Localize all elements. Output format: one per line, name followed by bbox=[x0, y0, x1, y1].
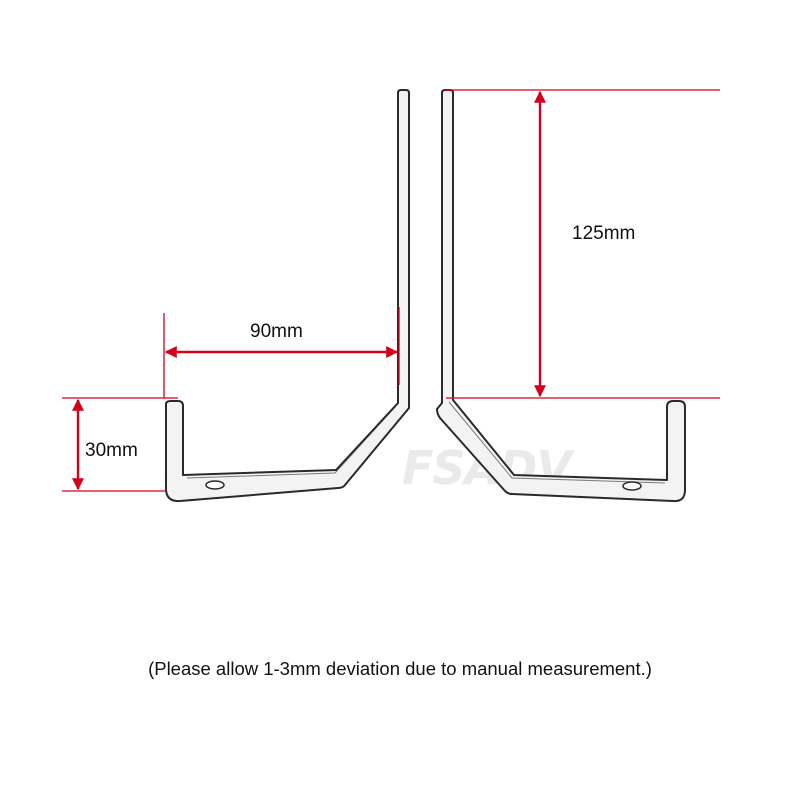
height-dimension bbox=[62, 397, 178, 492]
measurement-note: (Please allow 1-3mm deviation due to man… bbox=[148, 658, 652, 679]
right-bracket-hole bbox=[622, 481, 642, 491]
length-dimension-label: 125mm bbox=[572, 223, 635, 244]
width-dimension-label: 90mm bbox=[250, 321, 303, 342]
width-dimension bbox=[163, 307, 400, 398]
left-bracket-hole bbox=[205, 480, 225, 490]
length-dimension bbox=[444, 89, 720, 399]
left-bracket bbox=[165, 89, 410, 503]
right-bracket bbox=[436, 89, 686, 503]
height-dimension-label: 30mm bbox=[85, 440, 138, 461]
